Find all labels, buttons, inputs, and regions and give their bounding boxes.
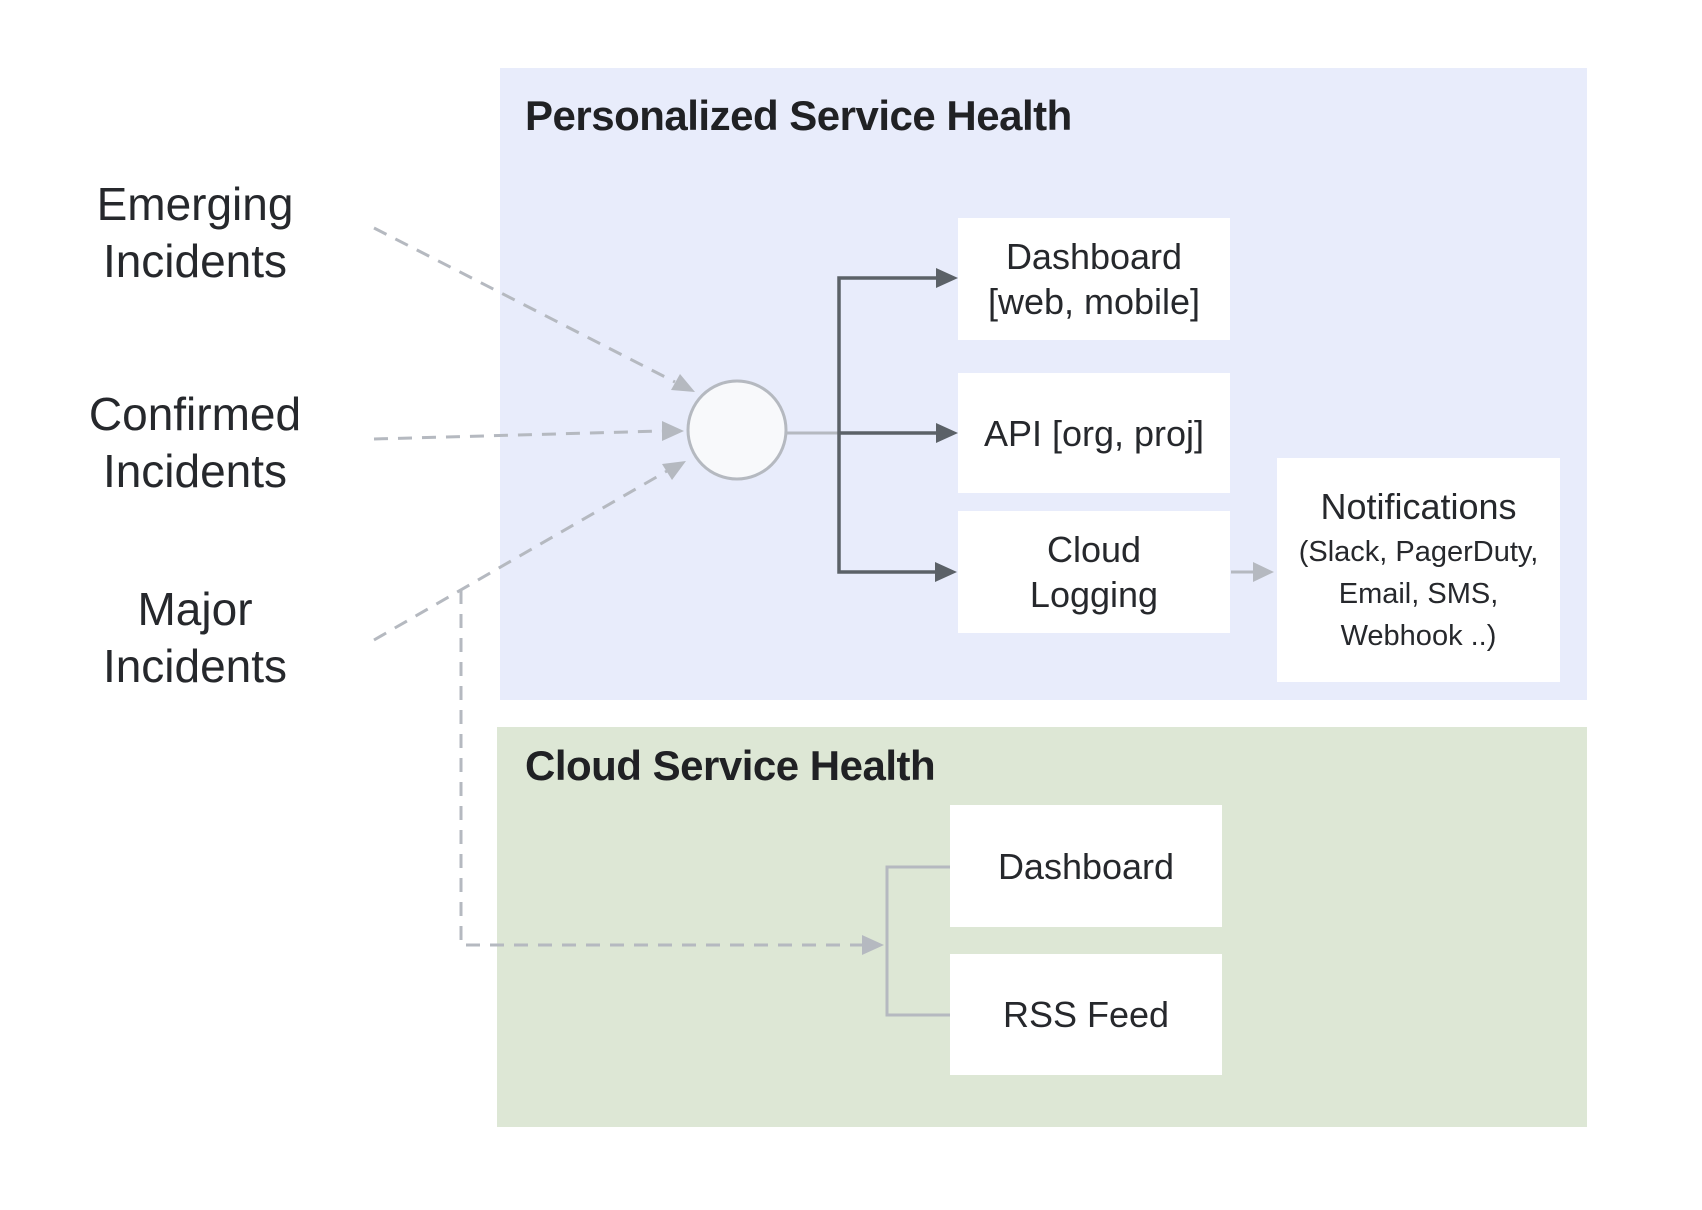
node-line: API [org, proj] [983, 412, 1205, 454]
personalized-panel-title: Personalized Service Health [525, 92, 1072, 139]
cloud-panel-title: Cloud Service Health [525, 742, 936, 789]
bracket-cloud-service-health [885, 865, 950, 1017]
notifications-channels-line: Webhook ..) [1340, 620, 1497, 652]
node-notifications: Notifications (Slack, PagerDuty, Email, … [1277, 458, 1560, 682]
arrowhead-dashboard [936, 268, 958, 288]
dashed-line-confirmed-incidents [373, 429, 663, 441]
dashed-line-major-incidents [373, 469, 668, 642]
label-line: Major [137, 583, 253, 635]
arrowhead-emerging-incidents [671, 374, 695, 392]
node-line: [web, mobile] [987, 281, 1201, 322]
node-dashboard-web-mobile: Dashboard [web, mobile] [958, 218, 1230, 340]
aggregator-node-circle [686, 379, 788, 481]
label-line: Incidents [102, 640, 288, 692]
label-emerging-incidents: Emerging Incidents [65, 176, 325, 290]
node-cloud-logging: Cloud Logging [958, 511, 1230, 633]
node-line: Dashboard [1005, 236, 1183, 277]
notifications-channels-line: Email, SMS, [1338, 578, 1499, 610]
label-line: Emerging [96, 178, 294, 230]
node-cloud-dashboard: Dashboard [950, 805, 1222, 927]
label-confirmed-incidents: Confirmed Incidents [65, 386, 325, 500]
arrowhead-api [936, 423, 958, 443]
label-line: Incidents [102, 445, 288, 497]
label-line: Incidents [102, 235, 288, 287]
notifications-channels-line: (Slack, PagerDuty, [1298, 536, 1539, 568]
arrowhead-notifications [1253, 562, 1274, 582]
arrowhead-to-cloud-service-health [862, 935, 884, 955]
node-line: RSS Feed [1002, 994, 1170, 1035]
label-line: Confirmed [88, 388, 302, 440]
dark-branch-tree [837, 276, 936, 574]
notifications-title: Notifications [1320, 486, 1517, 527]
node-line: Cloud [1046, 529, 1142, 570]
arrowhead-confirmed-incidents [662, 421, 684, 441]
dashed-line-emerging-incidents [373, 226, 676, 384]
arrowhead-major-incidents [662, 461, 686, 480]
node-rss-feed: RSS Feed [950, 954, 1222, 1075]
arrowhead-cloud-logging [935, 562, 957, 582]
node-line: Logging [1029, 574, 1159, 615]
label-major-incidents: Major Incidents [65, 581, 325, 695]
node-api-org-proj: API [org, proj] [958, 373, 1230, 493]
node-line: Dashboard [997, 845, 1175, 887]
